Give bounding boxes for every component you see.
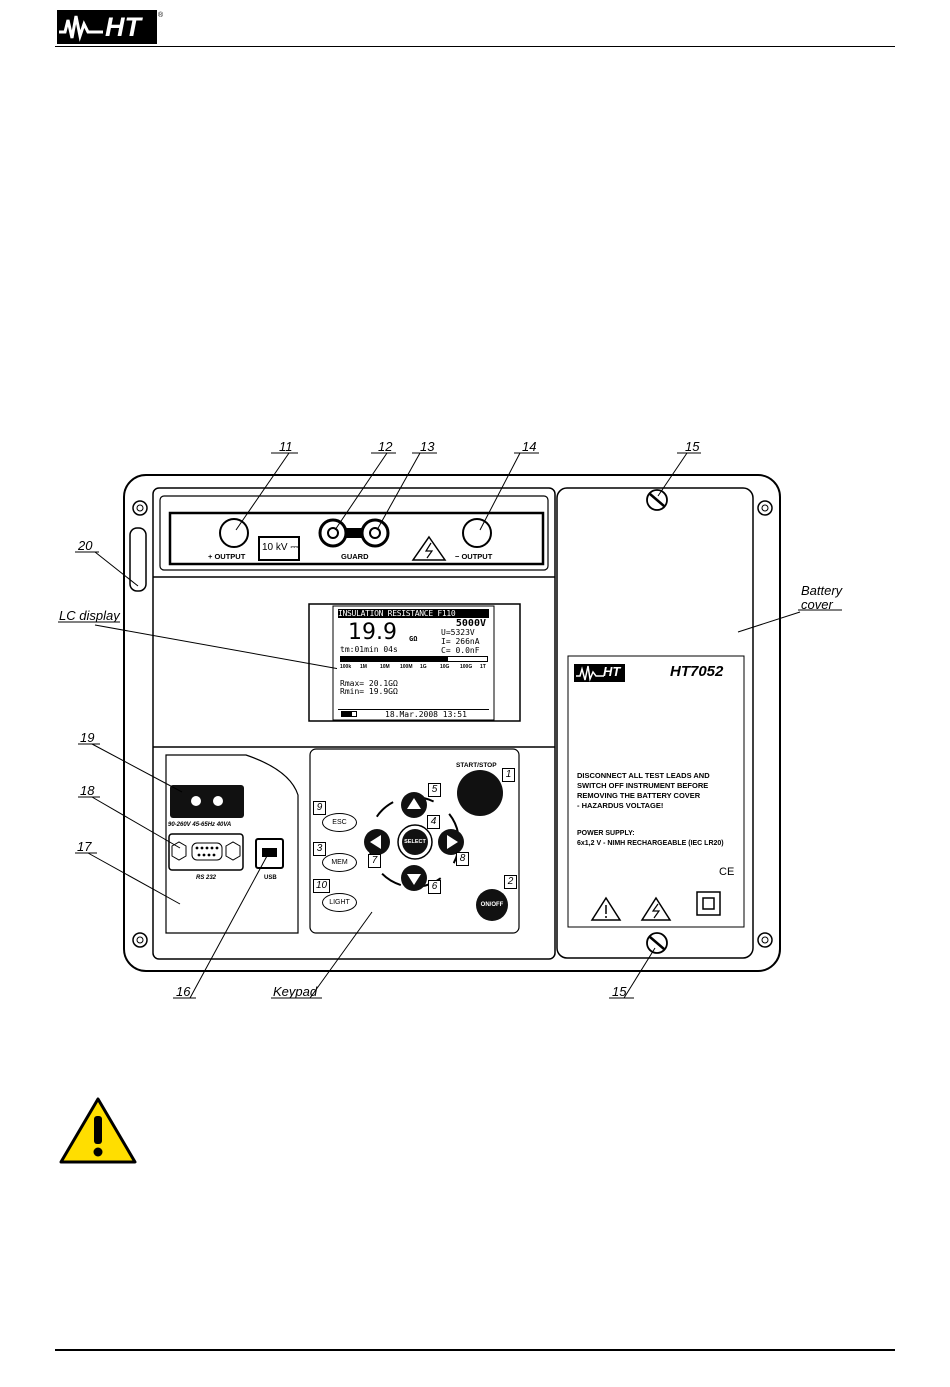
footer-rule [55, 1349, 895, 1351]
keypad-number-10: 10 [313, 879, 330, 893]
keypad-number-5: 5 [428, 783, 441, 797]
callout-keypad: Keypad [273, 984, 318, 999]
guard-label: GUARD [341, 552, 369, 561]
lcd-battery-icon [341, 711, 357, 717]
callout-lc-display: LC display [59, 608, 120, 623]
select-key-label[interactable]: SELECT [404, 839, 426, 845]
lcd-scale-tick-label: 1G [420, 664, 427, 670]
logo-registered-mark: ® [158, 12, 164, 19]
voltage-rating-label: 10 kV ⎓ [262, 542, 299, 553]
plus-output-label: + OUTPUT [208, 552, 246, 561]
lcd-scale: 100k 1M 10M 100M 1G 10G 100G 1T [340, 664, 488, 672]
keypad-number-2: 2 [504, 875, 517, 889]
ce-mark: CE [719, 866, 735, 878]
lcd-rmin: Rmin= 19.9GΩ [340, 687, 398, 696]
lcd-u-line: U=5323V [441, 628, 475, 637]
keypad-number-4: 4 [427, 815, 440, 829]
lcd-main-value: 19.9 [348, 620, 397, 645]
callout-12: 12 [378, 439, 393, 454]
ht-logo: HT [57, 10, 157, 44]
lcd-datetime: 18.Mar.2008 13:51 [385, 710, 467, 719]
high-voltage-warning-icon [411, 535, 447, 561]
callout-13: 13 [420, 439, 435, 454]
ht-logo-wave-icon [59, 15, 103, 42]
handle-slot [129, 527, 147, 592]
keypad-number-6: 6 [428, 880, 441, 894]
lcd-scale-tick-label: 100M [400, 664, 413, 670]
lcd-test-voltage: 5000V [455, 618, 486, 629]
ht-logo-text: HT [105, 12, 141, 42]
lcd-scale-tick-label: 1M [360, 664, 367, 670]
callout-16: 16 [176, 984, 191, 999]
voltage-rating-box [258, 536, 300, 561]
battery-label [567, 655, 745, 928]
start-stop-label: START/STOP [456, 762, 497, 769]
power-spec-label: 90-260V 45-65Hz 40VA [168, 822, 232, 828]
battery-supply-line2: 6x1,2 V - NIMH RECHARGEABLE (IEC LR20) [577, 840, 724, 847]
light-key[interactable]: LIGHT [322, 893, 357, 912]
lcd-resistance-bar-fill [341, 657, 448, 661]
battery-label-logo-text: HT [603, 664, 621, 679]
mem-key[interactable]: MEM [322, 853, 357, 872]
up-arrow-icon [407, 798, 421, 809]
battery-label-model: HT7052 [670, 663, 724, 680]
on-off-key[interactable]: ON/OFF [476, 889, 508, 921]
power-socket [170, 785, 244, 818]
lcd-rmax: Rmax= 20.1GΩ [340, 679, 398, 688]
lcd-c-line: C= 0.0nF [441, 646, 480, 655]
callout-15-bottom: 15 [612, 984, 627, 999]
lcd-scale-tick-label: 1T [480, 664, 486, 670]
battery-warning-line4: - HAZARDUS VOLTAGE! [577, 801, 664, 810]
header-rule [55, 46, 895, 47]
left-arrow-icon [370, 835, 381, 849]
usb-label: USB [264, 875, 277, 881]
lc-display-screen: INSULATION RESISTANCE F110 5000V 19.9 GΩ… [337, 609, 490, 719]
right-arrow-icon [447, 835, 458, 849]
rs232-label: RS 232 [196, 875, 217, 881]
callout-battery-cover-line2: cover [801, 597, 833, 612]
lcd-scale-tick-label: 100G [460, 664, 473, 670]
callout-18: 18 [80, 783, 95, 798]
down-arrow-icon [407, 874, 421, 885]
callout-14: 14 [522, 439, 537, 454]
lcd-resistance-bar [340, 656, 488, 662]
keypad-number-7: 7 [368, 854, 381, 868]
select-key [402, 829, 428, 855]
plus-output-terminal [219, 518, 249, 548]
callout-19: 19 [80, 730, 95, 745]
lcd-title: INSULATION RESISTANCE F110 [338, 609, 489, 618]
lcd-time-line: tm:01min 04s [340, 645, 398, 654]
minus-output-terminal [462, 518, 492, 548]
lcd-scale-tick-label: 10M [380, 664, 390, 670]
minus-output-label: − OUTPUT [455, 552, 493, 561]
start-stop-key [457, 770, 503, 816]
warning-triangle-icon [59, 1097, 137, 1164]
callout-17: 17 [77, 839, 92, 854]
lcd-i-line: I= 266nA [441, 637, 480, 646]
shock-hazard-icon [640, 896, 672, 921]
callout-15-top: 15 [685, 439, 700, 454]
lcd-scale-tick-label: 10G [440, 664, 450, 670]
battery-supply-line1: POWER SUPPLY: [577, 830, 635, 837]
lcd-scale-tick-label: 100k [340, 664, 352, 670]
lcd-main-unit: GΩ [409, 635, 418, 643]
esc-key[interactable]: ESC [322, 813, 357, 832]
battery-warning-line2: SWITCH OFF INSTRUMENT BEFORE [577, 781, 709, 790]
battery-warning-line1: DISCONNECT ALL TEST LEADS AND [577, 771, 710, 780]
callout-battery-cover-line1: Battery [801, 583, 843, 598]
callout-20: 20 [78, 538, 93, 553]
keypad-number-8: 8 [456, 852, 469, 866]
callout-11: 11 [279, 439, 293, 454]
keypad-number-3: 3 [313, 842, 326, 856]
keypad-number-1: 1 [502, 768, 515, 782]
battery-warning-line3: REMOVING THE BATTERY COVER [577, 791, 701, 800]
keypad-number-9: 9 [313, 801, 326, 815]
